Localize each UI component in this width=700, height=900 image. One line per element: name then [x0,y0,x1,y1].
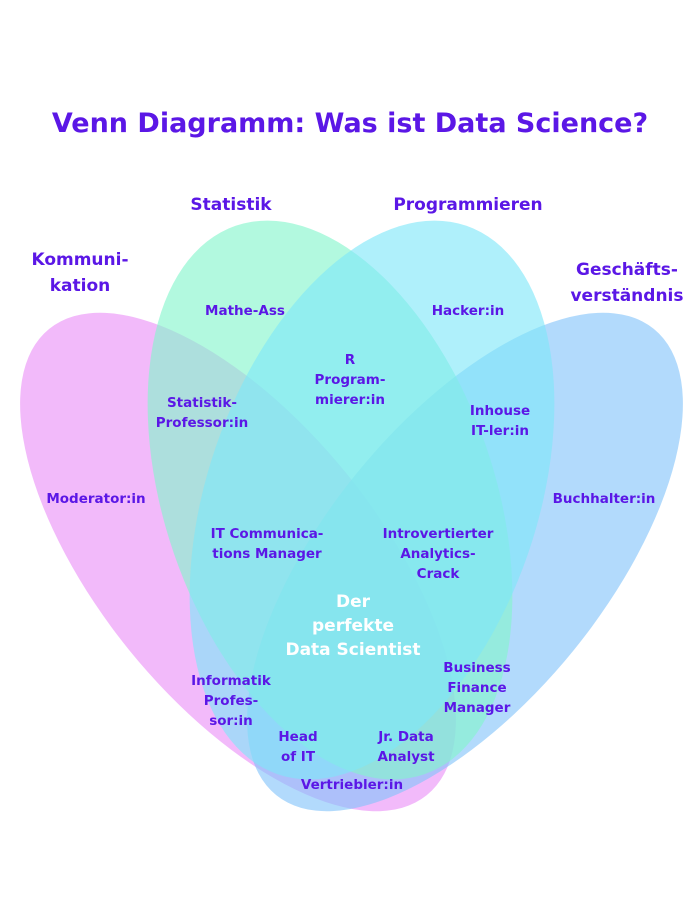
set-label-kommunikation-line: kation [50,276,111,296]
region-label-r-prog: R Program-mierer:in [315,352,386,408]
region-label-moderator-line: Moderator:in [46,491,145,507]
set-label-kommunikation-line: Kommuni- [31,250,128,270]
region-label-r-prog-line: R [345,352,356,368]
region-label-stat-prof: Statistik- Professor:in [156,395,249,431]
region-label-buchhalter-line: Buchhalter:in [553,491,656,507]
region-label-inhouse-line: Inhouse [470,403,530,419]
region-label-r-prog-line: Program- [315,372,386,388]
region-label-it-comm-line: IT Communica- [211,526,324,542]
set-label-geschaeft-line: Geschäfts- [576,260,678,280]
set-label-statistik: Statistik [190,195,272,215]
region-label-inf-prof-line: Informatik [191,673,272,689]
region-label-it-comm-line: tions Manager [212,546,322,562]
region-label-inhouse-line: IT-ler:in [471,423,529,439]
region-label-vertrieb: Vertriebler:in [301,777,403,793]
set-label-geschaeft-line: verständnis [570,286,683,306]
set-label-programmieren: Programmieren [393,195,542,215]
set-label-programmieren-line: Programmieren [393,195,542,215]
region-label-moderator: Moderator:in [46,491,145,507]
region-label-mathe: Mathe-Ass [205,303,285,319]
region-label-jr-data-line: Analyst [377,749,435,765]
region-label-business-line: Business [443,660,510,676]
region-label-business-line: Manager [444,700,511,716]
region-label-buchhalter: Buchhalter:in [553,491,656,507]
set-label-kommunikation: Kommuni-kation [31,250,128,296]
region-label-head-it: Head of IT [278,729,317,765]
region-label-business-line: Finance [447,680,506,696]
diagram-title: Venn Diagramm: Was ist Data Science? [51,108,649,139]
set-label-statistik-line: Statistik [190,195,272,215]
region-label-vertrieb-line: Vertriebler:in [301,777,403,793]
region-label-head-it-line: of IT [281,749,316,765]
set-programmieren-ellipse [189,220,555,780]
region-label-it-comm: IT Communica-tions Manager [211,526,324,562]
region-label-introvert-line: Crack [417,566,461,582]
venn-sets [20,220,683,812]
region-label-stat-prof-line: Professor:in [156,415,249,431]
set-label-geschaeft: Geschäfts-verständnis [570,260,683,306]
region-label-head-it-line: Head [278,729,317,745]
region-label-introvert-line: Analytics- [400,546,475,562]
region-label-center-line: perfekte [312,616,394,636]
region-label-hacker-line: Hacker:in [432,303,504,319]
region-label-stat-prof-line: Statistik- [167,395,237,411]
region-label-hacker: Hacker:in [432,303,504,319]
region-label-jr-data-line: Jr. Data [377,729,433,745]
region-label-center-line: Data Scientist [285,640,420,660]
region-label-inf-prof-line: Profes- [204,693,259,709]
region-label-inf-prof-line: sor:in [209,713,253,729]
region-label-introvert-line: Introvertierter [383,526,494,542]
region-label-mathe-line: Mathe-Ass [205,303,285,319]
region-label-r-prog-line: mierer:in [315,392,385,408]
region-label-center-line: Der [336,592,371,612]
